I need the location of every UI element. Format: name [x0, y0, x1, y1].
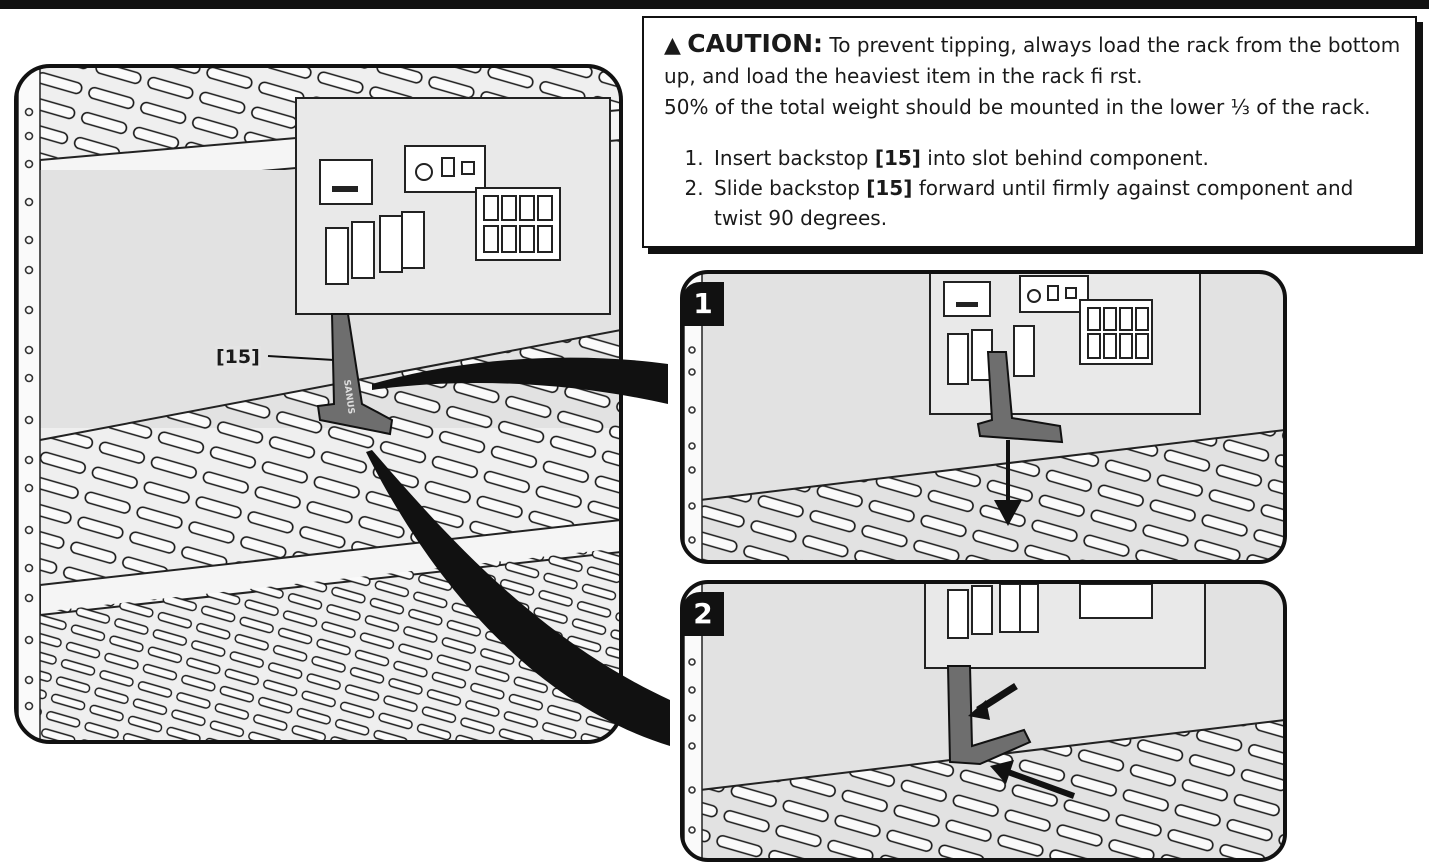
instruction-step-2: Slide backstop [15] forward until firmly… — [710, 173, 1403, 233]
instruction-step-1: Insert backstop [15] into slot behind co… — [710, 143, 1403, 173]
step-2-badge: 2 — [682, 592, 724, 636]
step-2-frame — [680, 580, 1287, 862]
caution-text: ▲ CAUTION: To prevent tipping, always lo… — [664, 28, 1403, 123]
callout-leader-line — [267, 355, 335, 361]
down-arrow-icon — [994, 500, 1022, 526]
backstop-step-1 — [976, 351, 1064, 444]
step-1-frame — [680, 270, 1287, 564]
step-1-badge: 1 — [682, 282, 724, 326]
warning-triangle-icon: ▲ — [664, 33, 681, 58]
zoom-band-step-1 — [372, 357, 668, 404]
callout-label-15: [15] — [215, 346, 261, 368]
step-1-view — [680, 270, 1287, 564]
part-ref: [15] — [866, 176, 913, 200]
step-2-view — [680, 580, 1287, 862]
instruction-steps: Insert backstop [15] into slot behind co… — [664, 143, 1403, 233]
caution-sentence: To prevent tipping, always load the rack… — [664, 33, 1401, 88]
middle-shelf — [40, 330, 621, 600]
caution-word: CAUTION: — [687, 29, 824, 58]
backstop-part: SANUS — [316, 313, 394, 436]
zoom-band-step-2 — [366, 450, 670, 746]
backstop-brand-text: SANUS — [341, 379, 356, 415]
caution-weight-note: 50% of the total weight should be mounte… — [664, 95, 1371, 119]
part-ref: [15] — [874, 146, 921, 170]
push-arrow-icon — [990, 760, 1014, 784]
main-view-frame — [14, 64, 623, 744]
top-rule — [0, 0, 1429, 9]
caution-box: ▲ CAUTION: To prevent tipping, always lo… — [642, 16, 1417, 248]
backstop-step-2 — [946, 665, 1032, 766]
